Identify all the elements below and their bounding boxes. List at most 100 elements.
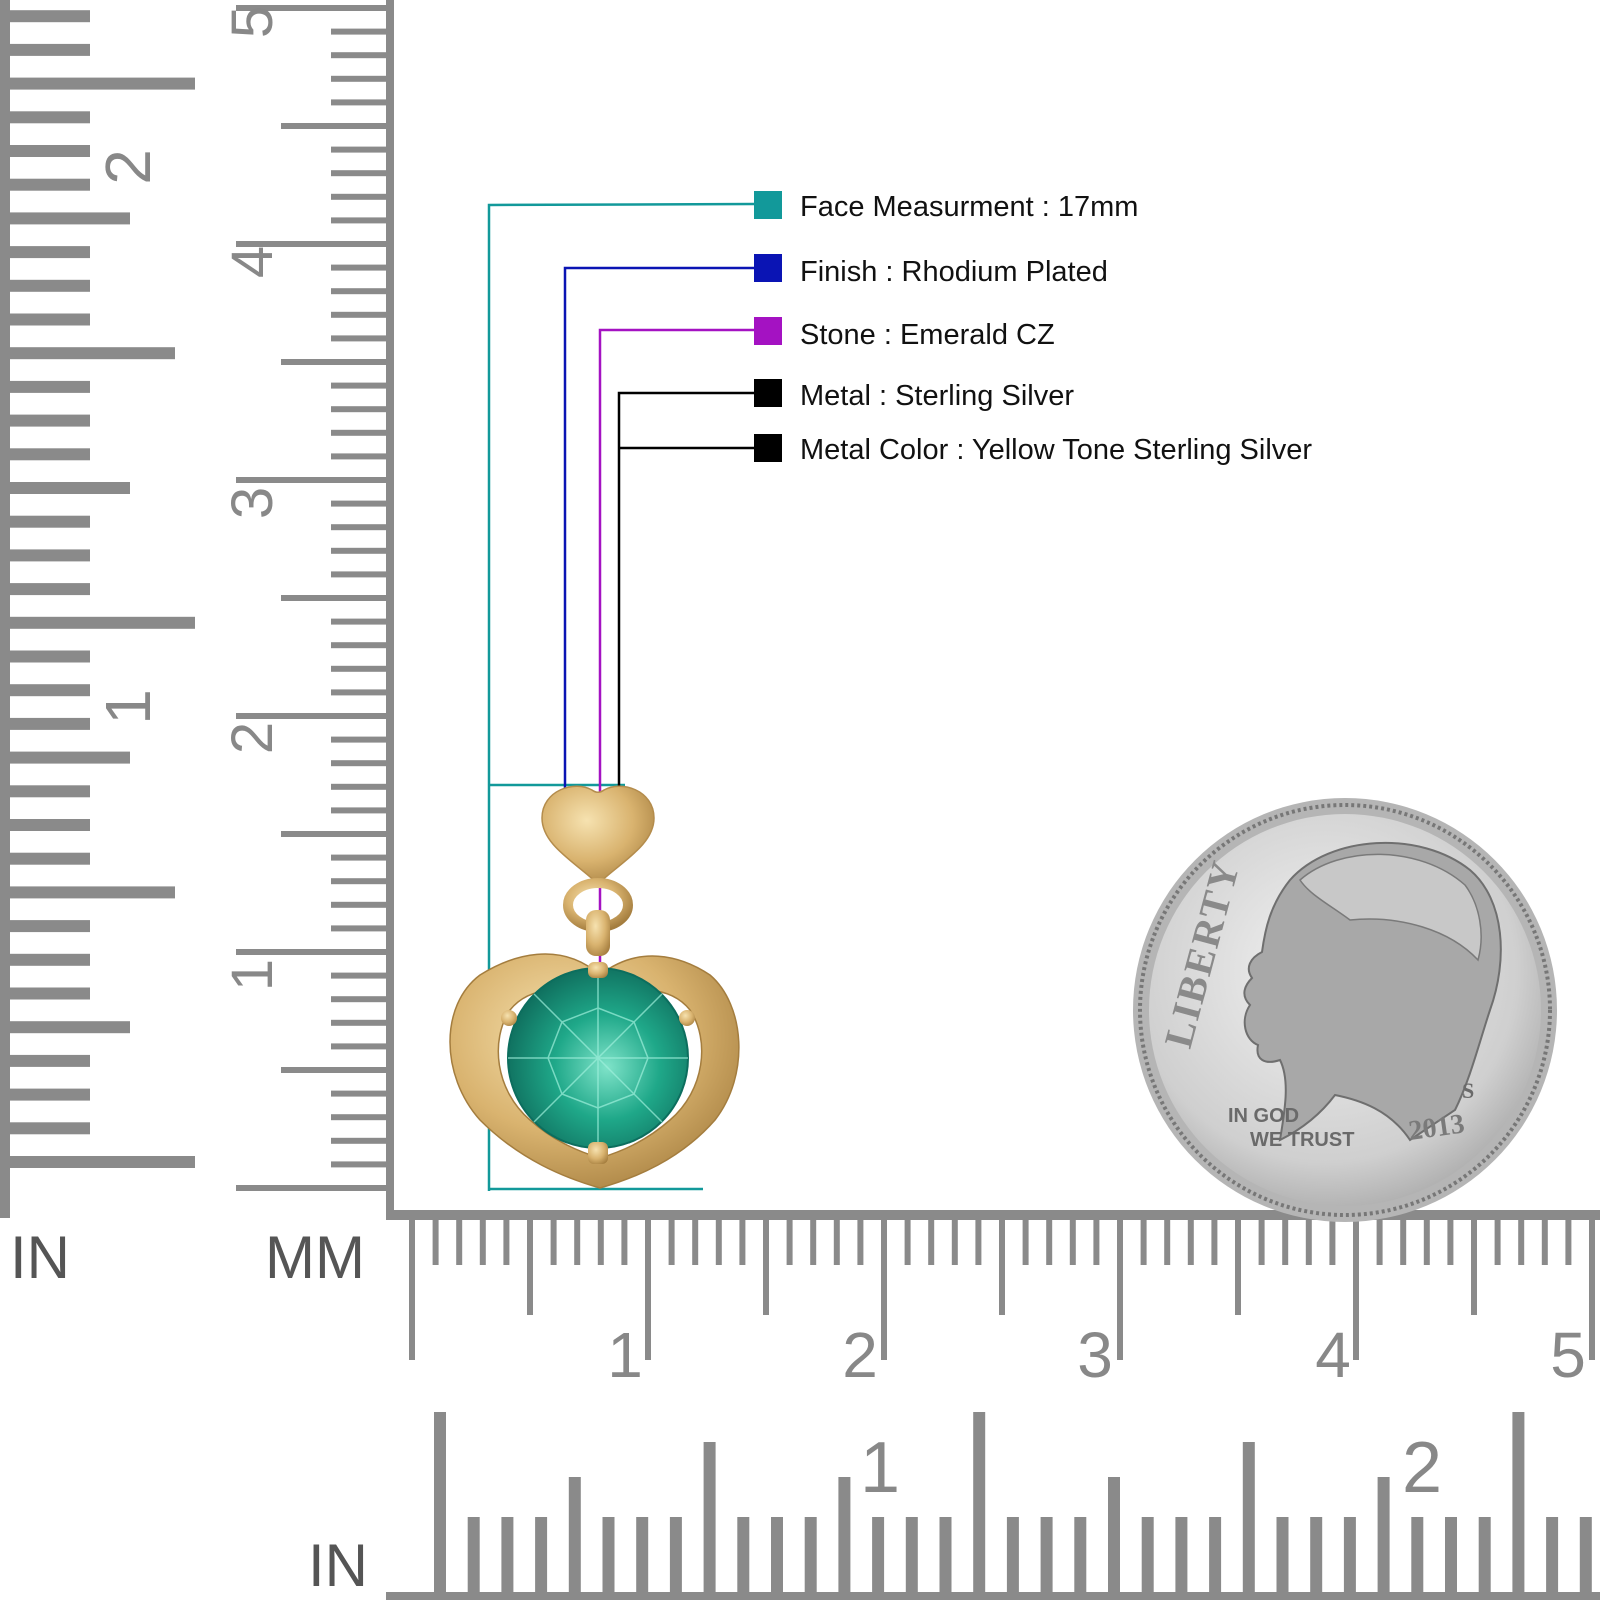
ruler-tick — [236, 713, 386, 719]
vertical-mm-ticks — [236, 5, 386, 1191]
ruler-tick — [331, 736, 386, 743]
horizontal-inch-number: 2 — [1402, 1428, 1442, 1508]
ruler-tick — [973, 1412, 986, 1592]
metal-label: Metal : Sterling Silver — [800, 380, 1074, 412]
vertical-cm-number: 3 — [220, 487, 285, 519]
ruler-tick — [409, 1220, 415, 1360]
ruler-tick — [1258, 1220, 1265, 1265]
ruler-tick — [1494, 1220, 1501, 1265]
ruler-tick — [10, 886, 175, 899]
ruler-tick — [1093, 1220, 1100, 1265]
ruler-tick — [331, 925, 386, 932]
ruler-tick — [999, 1220, 1005, 1315]
ruler-tick — [1242, 1442, 1255, 1592]
ruler-tick — [331, 854, 386, 861]
ruler-tick — [568, 1477, 581, 1592]
ruler-tick — [10, 111, 90, 124]
metal-color-label: Metal Color : Yellow Tone Sterling Silve… — [800, 434, 1313, 466]
ruler-tick — [236, 949, 386, 955]
ruler-tick — [331, 28, 386, 35]
ruler-tick — [739, 1220, 746, 1265]
ruler-tick — [1565, 1220, 1572, 1265]
ruler-tick — [10, 751, 130, 764]
ruler-tick — [1282, 1220, 1289, 1265]
ruler-tick — [10, 650, 90, 663]
ruler-tick — [975, 1220, 982, 1265]
ruler-tick — [331, 500, 386, 507]
ruler-tick — [10, 583, 90, 596]
horizontal-inch-number: 1 — [860, 1428, 900, 1508]
emerald-facets — [508, 968, 688, 1148]
stone-prong-top — [588, 962, 608, 978]
coin-motto-line1: IN GOD — [1228, 1105, 1299, 1127]
ruler-tick — [763, 1220, 769, 1315]
ruler-tick — [331, 382, 386, 389]
horizontal-mm-ticks — [409, 1220, 1595, 1360]
ruler-tick — [636, 1517, 649, 1592]
ruler-tick — [1305, 1220, 1312, 1265]
ruler-tick — [281, 123, 386, 129]
ruler-tick — [331, 429, 386, 436]
heart-pendant — [449, 785, 740, 1189]
ruler-tick — [771, 1517, 783, 1592]
ruler-tick — [10, 77, 195, 90]
ruler-tick — [535, 1517, 548, 1592]
ruler-tick — [1310, 1517, 1323, 1592]
ruler-tick — [872, 1517, 885, 1592]
face-measurement-leader — [487, 202, 755, 1191]
ruler-tick — [881, 1220, 887, 1360]
ruler-tick — [236, 477, 386, 483]
coin-year: 2013 — [1407, 1108, 1467, 1146]
ruler-tick — [1411, 1517, 1424, 1592]
ruler-tick — [1546, 1517, 1559, 1592]
horizontal-inch-unit-label: IN — [308, 1532, 368, 1599]
ruler-tick — [810, 1220, 817, 1265]
horizontal-inch-ticks — [434, 1412, 1592, 1592]
pendant-bail-heart — [541, 785, 655, 886]
ruler-tick — [467, 1517, 480, 1592]
ruler-tick — [331, 52, 386, 59]
ruler-tick — [331, 1090, 386, 1097]
ruler-tick — [928, 1220, 935, 1265]
ruler-tick — [281, 1067, 386, 1073]
ruler-tick — [331, 453, 386, 460]
vertical-inch-unit-label: IN — [10, 1224, 70, 1291]
dime-coin: LIBERTY IN GOD WE TRUST 2013 S — [1133, 798, 1557, 1222]
ruler-tick — [331, 146, 386, 153]
ruler-tick — [331, 878, 386, 885]
ruler-tick — [838, 1477, 851, 1592]
ruler-tick — [331, 311, 386, 318]
ruler-tick — [236, 1185, 386, 1191]
ruler-tick — [597, 1220, 604, 1265]
ruler-tick — [10, 920, 90, 933]
metal-leader — [617, 391, 754, 820]
ruler-tick — [1235, 1220, 1241, 1315]
ruler-tick — [331, 406, 386, 413]
ruler-tick — [331, 760, 386, 767]
stone-prong-bottom — [588, 1142, 608, 1164]
ruler-tick — [10, 279, 90, 292]
ruler-tick — [939, 1517, 952, 1592]
ruler-tick — [669, 1517, 682, 1592]
vertical-cm-number: 5 — [220, 6, 285, 38]
vertical-mm-unit-label: MM — [265, 1224, 365, 1291]
ruler-tick — [10, 549, 90, 562]
ruler-tick — [645, 1220, 651, 1360]
portrait-hair — [1299, 853, 1482, 962]
ruler-tick — [10, 145, 90, 157]
ruler-tick — [331, 1019, 386, 1026]
ruler-tick — [668, 1220, 675, 1265]
ruler-tick — [905, 1517, 918, 1592]
ruler-tick — [281, 831, 386, 837]
pendant-connector — [586, 910, 610, 956]
ruler-tick — [1376, 1220, 1383, 1265]
ruler-tick — [432, 1220, 439, 1265]
ruler-tick — [703, 1442, 716, 1592]
ruler-tick — [331, 264, 386, 271]
ruler-tick — [1117, 1220, 1123, 1360]
ruler-tick — [1541, 1220, 1548, 1265]
horizontal-cm-number: 1 — [607, 1319, 643, 1391]
ruler-tick — [331, 642, 386, 649]
ruler-tick — [1211, 1220, 1218, 1265]
horizontal-ruler: 1 2 3 4 5 1 2 — [386, 1210, 1600, 1600]
